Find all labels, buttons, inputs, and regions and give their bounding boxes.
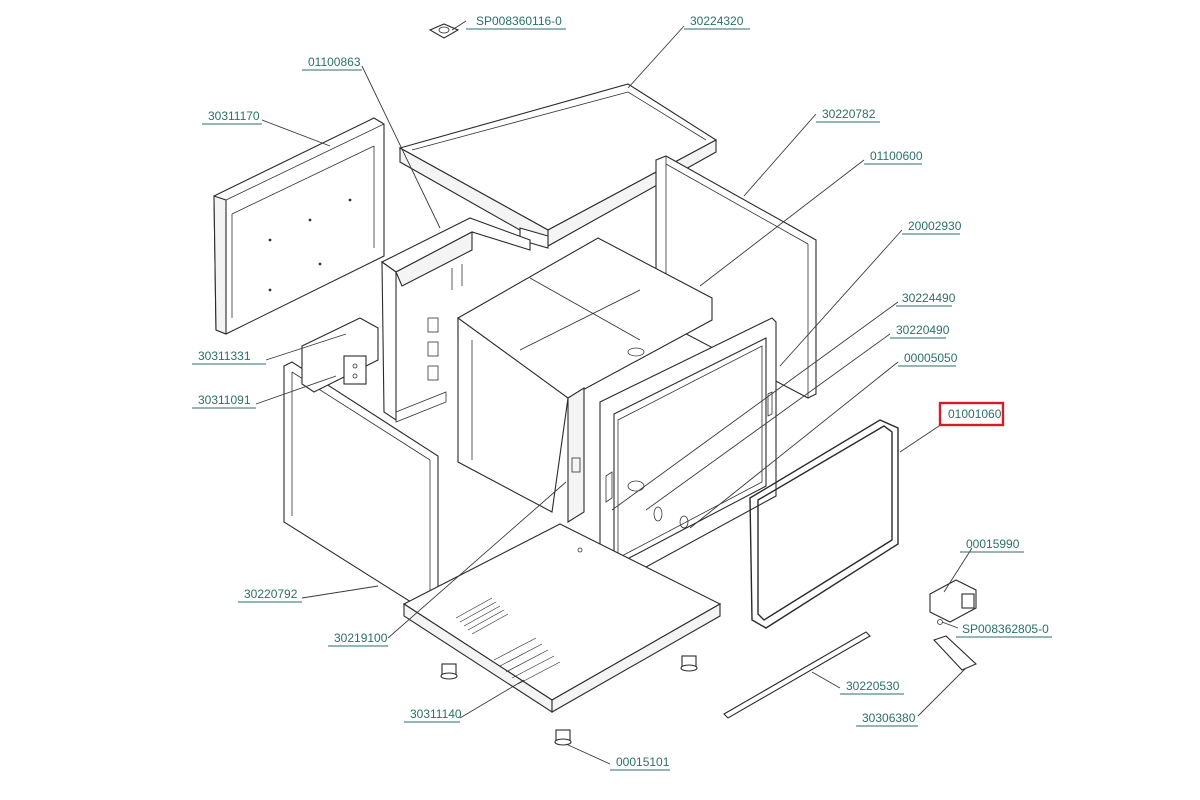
cap-part-drawing [428,23,460,39]
part-label: 01100600 [870,149,923,163]
foot-right [680,655,698,672]
highlight-box [938,401,1005,427]
front-frame-drawing [571,317,777,591]
part-label: 20002930 [908,219,962,233]
foot-front [554,729,572,746]
part-label: SP008360116-0 [476,14,562,28]
part-label: 30306380 [862,711,916,725]
part-label: 00005050 [904,351,958,365]
base-vent-2 [493,637,561,685]
hinge-drawing [929,579,977,625]
door-strip-drawing [723,631,871,719]
part-label: 30224490 [902,291,956,305]
part-label: SP008362805-0 [962,622,1049,636]
small-plate-drawing [933,635,977,671]
feet-drawing [440,655,698,746]
foot-left [440,663,458,680]
part-label: 30224320 [690,14,744,28]
part-label: 30311140 [410,707,462,721]
part-label: 00015990 [966,537,1020,551]
part-label: 00015101 [616,755,670,769]
wash-tank-drawing [457,237,713,523]
part-label: 30311331 [198,349,251,363]
rear-chassis-drawing [380,217,531,423]
left-side-panel-drawing [213,117,385,335]
base-vent-1 [455,597,509,635]
part-label: 30311091 [198,393,251,407]
control-bracket-drawing [301,317,379,393]
leader-lines [255,20,973,765]
part-label: 30220490 [896,323,950,337]
part-label: 30220530 [846,679,900,693]
part-label: 30220782 [822,107,876,121]
part-label: 30219100 [334,631,388,645]
part-labels: SP008360116-0 30224320 01100863 30311170… [192,14,1052,771]
part-label-highlighted: 01001060 [948,407,1002,421]
part-label: 01100863 [308,55,361,69]
left-front-panel-drawing [283,361,439,615]
part-label: 30311170 [208,109,260,123]
door-gasket-drawing [749,419,899,629]
part-label: 30220792 [244,587,298,601]
